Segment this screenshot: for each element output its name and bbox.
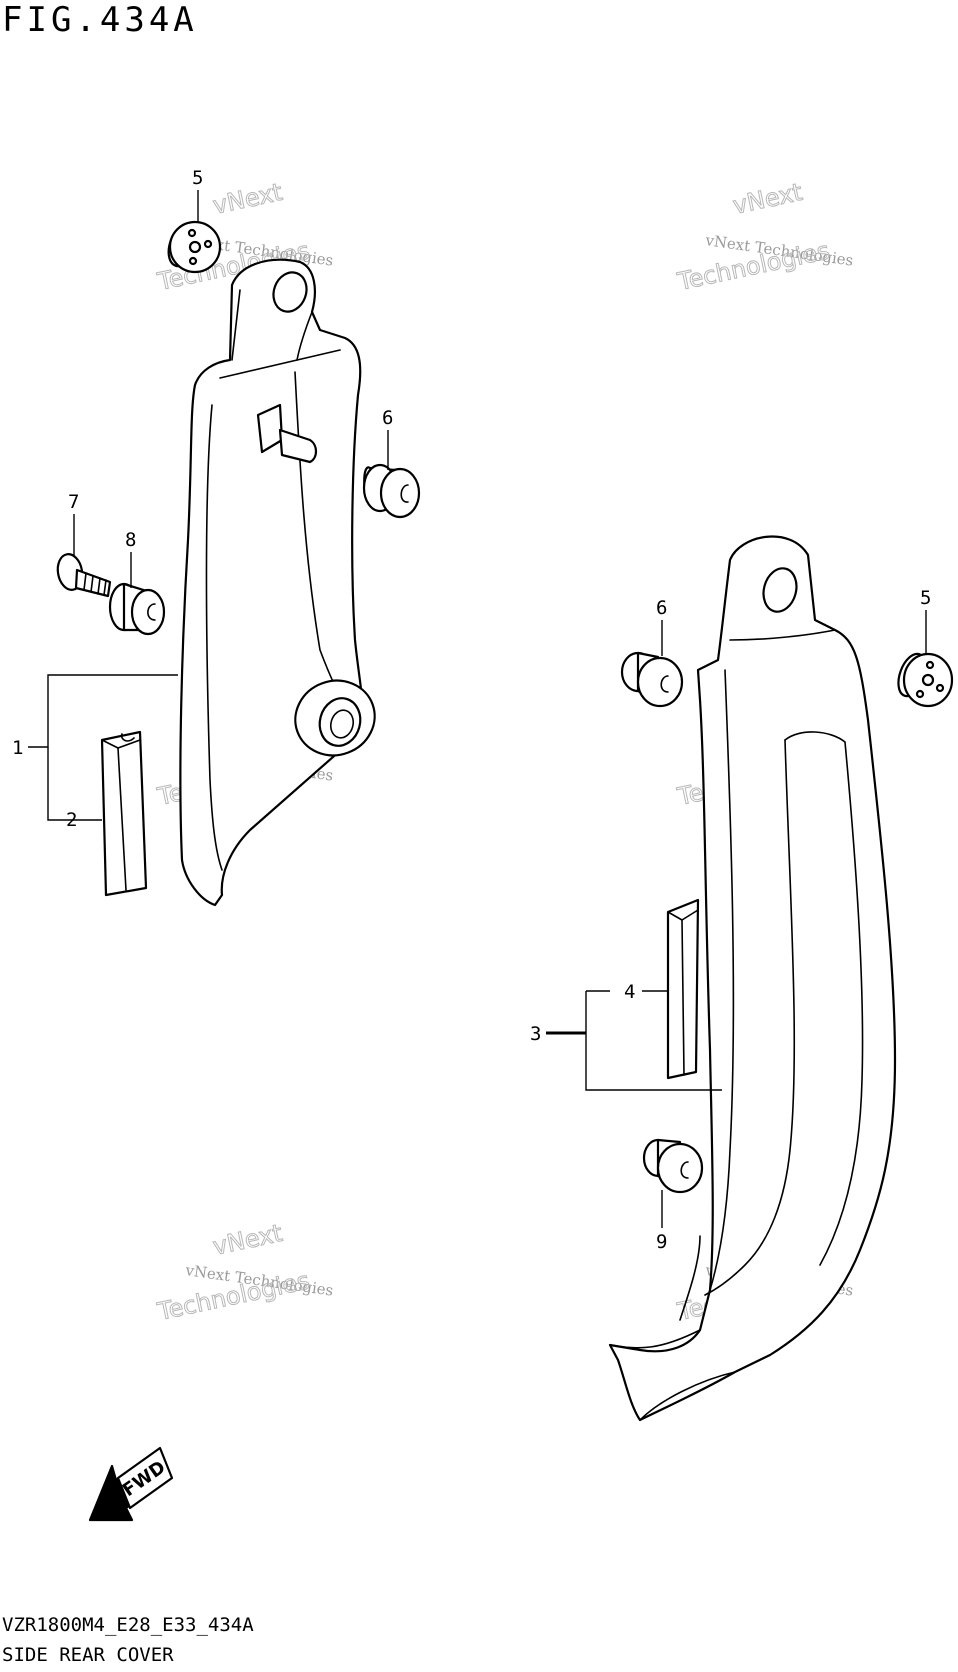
callout-2: 2 bbox=[66, 809, 77, 831]
svg-text:6: 6 bbox=[656, 597, 667, 619]
svg-text:3: 3 bbox=[530, 1023, 541, 1045]
grommet-part-9 bbox=[642, 1138, 704, 1194]
screw-part-7 bbox=[56, 553, 112, 598]
damper-part-5-left bbox=[167, 220, 222, 274]
right-side-cover-part bbox=[608, 535, 897, 1422]
trim-strip-part-2 bbox=[100, 730, 148, 897]
watermark-vnext-text: vNext bbox=[730, 178, 804, 220]
callout-6-right: 6 bbox=[656, 597, 667, 656]
watermark-vnext-text: vNext bbox=[210, 1219, 284, 1261]
grommet-part-6-right bbox=[620, 651, 684, 708]
callout-4: 4 bbox=[624, 981, 668, 1003]
svg-text:4: 4 bbox=[624, 981, 635, 1003]
svg-text:9: 9 bbox=[656, 1231, 667, 1253]
watermark-bottom-left: vNext vNext Technologies Technologies bbox=[154, 1218, 335, 1326]
svg-text:6: 6 bbox=[382, 407, 393, 429]
callout-6-left: 6 bbox=[382, 407, 393, 470]
svg-text:7: 7 bbox=[68, 491, 79, 513]
watermark-vnext-text: vNext bbox=[210, 178, 284, 220]
callout-8: 8 bbox=[125, 529, 136, 588]
figure-title: FIG.434A bbox=[2, 0, 198, 40]
model-code: VZR1800M4_E28_E33_434A bbox=[2, 1614, 254, 1636]
svg-text:5: 5 bbox=[192, 167, 203, 189]
callout-1: 1 bbox=[12, 674, 178, 821]
svg-text:1: 1 bbox=[12, 737, 23, 759]
bushing-part-8 bbox=[108, 582, 166, 636]
watermark-top-right: vNext vNext Technologies Technologies bbox=[674, 177, 855, 296]
callout-9: 9 bbox=[656, 1190, 667, 1253]
figure-caption: SIDE REAR COVER bbox=[2, 1644, 174, 1666]
left-side-cover-part bbox=[179, 258, 376, 907]
grommet-part-6-left bbox=[362, 463, 421, 519]
damper-part-5-right bbox=[897, 652, 954, 708]
fwd-direction-arrow: FWD bbox=[88, 1446, 174, 1522]
trim-strip-part-4 bbox=[666, 898, 700, 1080]
callout-3: 3 bbox=[530, 990, 722, 1091]
mounting-hole bbox=[762, 567, 798, 613]
mounting-hole bbox=[272, 271, 308, 313]
callout-7: 7 bbox=[68, 491, 79, 556]
svg-text:2: 2 bbox=[66, 809, 77, 831]
svg-text:8: 8 bbox=[125, 529, 136, 551]
callout-5-right: 5 bbox=[920, 587, 931, 654]
svg-text:5: 5 bbox=[920, 587, 931, 609]
callout-5-left: 5 bbox=[192, 167, 203, 222]
